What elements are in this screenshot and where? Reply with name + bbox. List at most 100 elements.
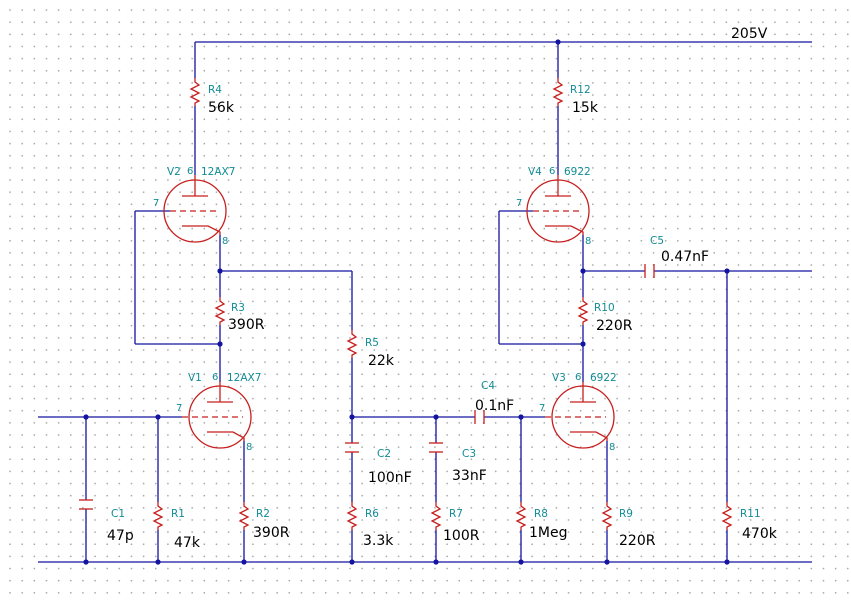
tube-cathode xyxy=(545,225,584,235)
junction-dot xyxy=(217,341,223,347)
resistor-r2-ref: R2 xyxy=(256,508,270,520)
resistor-r8-ref: R8 xyxy=(534,508,548,520)
resistor-r12-value: 15k xyxy=(572,100,599,116)
resistor-r5-value: 22k xyxy=(368,353,395,369)
tube-v2-pin-cathode: 8 xyxy=(222,236,228,247)
tube-v2-symbol[interactable] xyxy=(163,175,227,243)
capacitor-c3-value: 33nF xyxy=(452,468,487,484)
capacitor-c3-ref: C3 xyxy=(462,448,476,460)
junction-dot xyxy=(83,559,89,565)
resistor-r4-symbol[interactable] xyxy=(189,78,201,106)
resistor-r10-value: 220R xyxy=(596,318,633,334)
junction-dot xyxy=(155,559,161,565)
junction-dot xyxy=(83,414,89,420)
resistor-r9-ref: R9 xyxy=(619,508,633,520)
capacitor-c5-ref: C5 xyxy=(650,235,664,247)
capacitor-c4-ref: C4 xyxy=(481,380,495,392)
tube-v2-pin-grid: 7 xyxy=(153,198,159,209)
tube-v4-pin-grid: 7 xyxy=(516,198,522,209)
resistor-r12-symbol[interactable] xyxy=(552,78,564,106)
capacitor-c5-symbol[interactable] xyxy=(644,264,655,278)
resistor-r8-symbol[interactable] xyxy=(515,502,527,530)
junction-dot xyxy=(349,414,355,420)
resistor-r4-ref: R4 xyxy=(208,84,222,96)
tube-cathode xyxy=(182,225,221,235)
tube-v1-pin-cathode: 8 xyxy=(246,442,252,453)
junction-dot xyxy=(518,414,524,420)
tube-v3-pin-grid: 7 xyxy=(539,403,545,414)
resistor-r2-symbol[interactable] xyxy=(238,502,250,530)
tube-cathode xyxy=(207,431,245,441)
capacitor-c3-symbol[interactable] xyxy=(429,442,443,453)
junction-dot xyxy=(724,268,730,274)
capacitor-c1-symbol[interactable] xyxy=(79,499,93,510)
tube-v1-symbol[interactable] xyxy=(182,382,252,449)
resistor-r10-symbol[interactable] xyxy=(577,297,589,325)
resistor-r10-ref: R10 xyxy=(594,302,615,314)
junction-dot xyxy=(349,559,355,565)
wires xyxy=(38,41,812,563)
capacitors xyxy=(79,264,655,510)
resistor-r8-value: 1Meg xyxy=(529,525,568,541)
tube-v4-pin-cathode: 8 xyxy=(585,236,591,247)
tube-v4-symbol[interactable] xyxy=(526,175,590,243)
resistor-r4-value: 56k xyxy=(208,100,235,116)
tube-v4-pin-plate: 6 xyxy=(549,166,555,177)
resistor-r6-value: 3.3k xyxy=(363,533,394,549)
resistor-r11-ref: R11 xyxy=(740,508,761,520)
tube-v3-type: 6922 xyxy=(590,372,617,384)
resistor-r11-symbol[interactable] xyxy=(721,502,733,530)
tube-v2-type: 12AX7 xyxy=(201,166,235,178)
junction-dot xyxy=(433,559,439,565)
capacitor-c5-value: 0.47nF xyxy=(661,249,709,265)
capacitor-c1-value: 47p xyxy=(107,528,134,544)
junction-dot xyxy=(724,559,730,565)
junction-dot xyxy=(217,268,223,274)
tube-v1-type: 12AX7 xyxy=(227,372,261,384)
resistor-r11-value: 470k xyxy=(742,526,778,542)
capacitor-c2-ref: C2 xyxy=(377,448,391,460)
tube-cathode xyxy=(570,431,608,441)
resistor-r1-symbol[interactable] xyxy=(152,502,164,530)
resistor-r9-symbol[interactable] xyxy=(601,502,613,530)
junction-dot xyxy=(580,268,586,274)
resistor-r7-symbol[interactable] xyxy=(430,502,442,530)
tube-v3-pin-plate: 6 xyxy=(575,372,581,383)
tube-v1-pin-grid: 7 xyxy=(176,403,182,414)
junction-dot xyxy=(555,39,561,45)
resistor-r7-value: 100R xyxy=(443,528,480,544)
resistor-r5-ref: R5 xyxy=(365,337,379,349)
capacitor-c1-ref: C1 xyxy=(111,508,125,520)
resistor-r1-value: 47k xyxy=(174,535,201,551)
resistor-r3-symbol[interactable] xyxy=(214,297,226,325)
capacitor-c4-value: 0.1nF xyxy=(475,398,514,414)
tube-v3-ref: V3 xyxy=(552,372,566,384)
resistor-r9-value: 220R xyxy=(619,533,656,549)
resistor-r7-ref: R7 xyxy=(449,508,463,520)
labels: 205V V2 6 12AX7 7 8 V4 6 6922 7 8 V1 6 1… xyxy=(107,26,778,551)
capacitor-c2-symbol[interactable] xyxy=(345,442,359,453)
supply-net-label: 205V xyxy=(731,26,768,42)
tube-v2-pin-plate: 6 xyxy=(187,166,193,177)
tube-v1-ref: V1 xyxy=(188,372,202,384)
resistor-r12-ref: R12 xyxy=(570,84,591,96)
tube-v2-ref: V2 xyxy=(167,166,181,178)
resistor-r3-ref: R3 xyxy=(231,302,245,314)
tube-v3-symbol[interactable] xyxy=(545,382,615,449)
resistors xyxy=(152,78,733,530)
junctions xyxy=(83,39,730,565)
resistor-r6-ref: R6 xyxy=(365,508,379,520)
resistor-r6-symbol[interactable] xyxy=(346,502,358,530)
junction-dot xyxy=(604,559,610,565)
tube-v4-ref: V4 xyxy=(528,166,542,178)
resistor-r2-value: 390R xyxy=(253,525,290,541)
junction-dot xyxy=(241,559,247,565)
junction-dot xyxy=(433,414,439,420)
junction-dot xyxy=(580,341,586,347)
resistor-r5-symbol[interactable] xyxy=(346,330,358,358)
junction-dot xyxy=(518,559,524,565)
tube-v4-type: 6922 xyxy=(564,166,591,178)
capacitor-c4-symbol[interactable] xyxy=(474,410,485,424)
tube-v3-pin-cathode: 8 xyxy=(609,442,615,453)
